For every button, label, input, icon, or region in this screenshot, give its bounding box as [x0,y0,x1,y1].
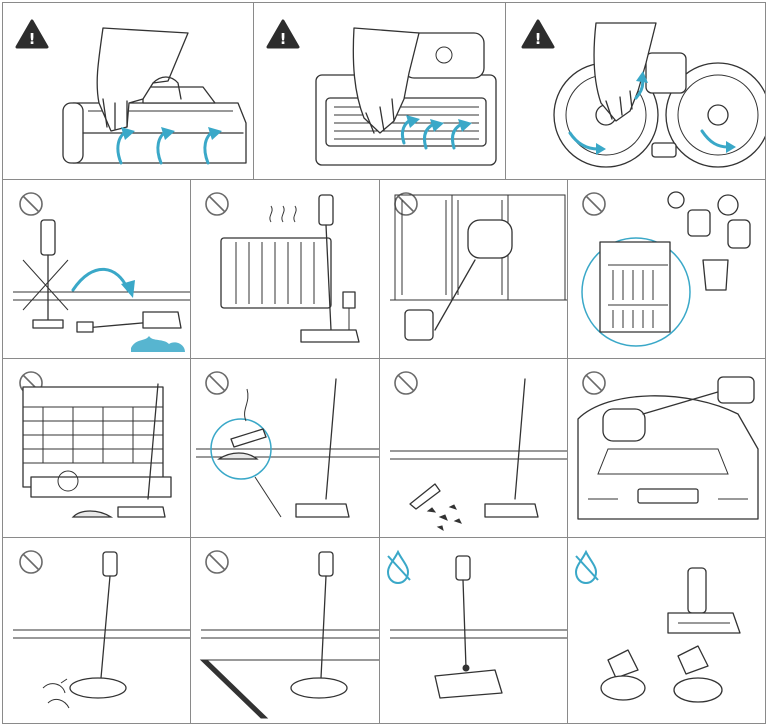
svg-text:!: ! [535,30,542,48]
warning-triangle-icon: ! [521,19,555,49]
panel-dock-keep-dry [379,537,569,724]
panel-lift-roller: ! [2,2,255,181]
prohibited-circle-icon [394,371,418,395]
illustration-no-cigarette-ash [196,371,380,518]
illustration-remove-roller: ! [266,19,497,166]
panel-no-sharp-debris [379,358,569,539]
panel-no-car-exterior [567,358,766,539]
prohibited-circle-icon [205,192,229,216]
illustration-no-dishwasher [581,191,751,347]
warning-triangle-icon: ! [266,19,300,49]
panel-no-dropping [2,179,192,360]
illustration-brushes-keep-dry [574,549,741,703]
illustration-no-windows [390,192,568,341]
panel-no-heat [190,179,381,360]
prohibited-circle-icon [19,550,43,574]
no-water-drop-icon [386,549,411,585]
illustration-no-mop-carpet [199,550,380,719]
panel-no-cigarette-ash [190,358,381,539]
illustration-turn-mop-pads: ! [521,19,765,168]
illustration-no-heat [205,192,360,343]
illustration-no-dropping [13,192,191,352]
illustration-lift-roller: ! [15,19,247,165]
panel-remove-roller: ! [253,2,507,181]
prohibited-circle-icon [19,192,43,216]
illustration-no-mop-debris [13,550,191,709]
panel-no-mop-carpet [190,537,381,724]
prohibited-circle-icon [582,192,606,216]
prohibited-circle-icon [582,371,606,395]
warning-triangle-icon: ! [15,19,49,49]
illustration-no-car-exterior [577,371,759,520]
panel-no-fireplace-ash [2,358,192,539]
illustration-no-sharp-debris [390,371,568,532]
illustration-dock-keep-dry [386,549,568,699]
svg-text:!: ! [280,30,287,48]
panel-no-windows [379,179,569,360]
panel-turn-mop-pads: ! [505,2,766,181]
prohibited-circle-icon [205,550,229,574]
no-water-drop-icon [574,549,599,585]
svg-text:!: ! [29,30,36,48]
illustration-no-fireplace-ash [19,371,172,518]
panel-no-mop-debris [2,537,192,724]
prohibited-circle-icon [205,371,229,395]
panel-brushes-keep-dry [567,537,766,724]
panel-no-dishwasher [567,179,766,360]
